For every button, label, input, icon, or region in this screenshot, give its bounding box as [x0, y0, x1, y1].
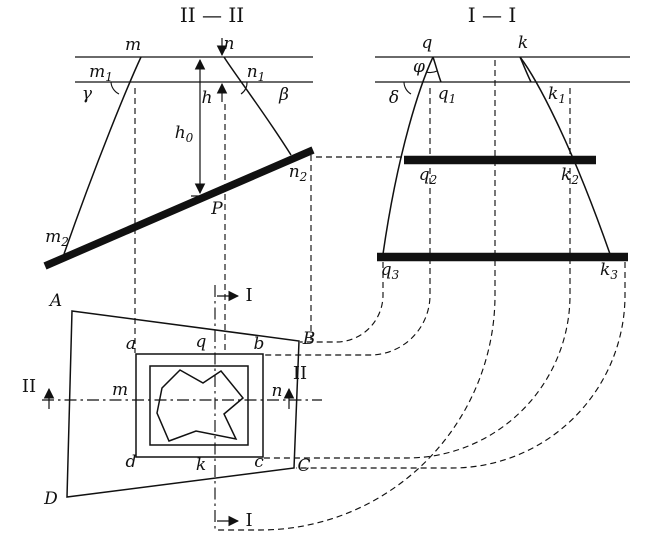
label-P: P — [210, 199, 223, 219]
projection-construction-lines — [134, 60, 626, 531]
section-II-II: II — II m n m1 n1 γ β h h0 m2 n2 P — [43, 3, 315, 270]
cut-mark-II-left: II — [22, 376, 36, 397]
label-k-plan: k — [196, 455, 206, 475]
label-b: b — [254, 334, 265, 354]
trough-right-inner-curve-s1 — [519, 56, 532, 83]
label-m2: m2 — [45, 227, 69, 249]
cut-mark-I-top: I — [245, 285, 252, 306]
section-II-II-title: II — II — [180, 3, 244, 27]
ore-body-polygon — [156, 369, 245, 442]
inclined-seam-line — [43, 146, 315, 270]
label-h0: h0 — [175, 123, 194, 145]
label-m: m — [125, 35, 141, 55]
label-k2: k2 — [561, 165, 579, 187]
label-a: a — [126, 334, 136, 354]
trough-left-outer-curve-s1 — [382, 56, 434, 255]
label-k1: k1 — [548, 84, 566, 106]
label-A: A — [48, 291, 62, 311]
section-I-I: I — I q k φ δ q1 k1 q2 k2 q3 k3 — [375, 3, 630, 282]
cut-mark-II-right: II — [293, 363, 307, 384]
outer-contour-ABCD — [66, 310, 300, 498]
label-n-plan: n — [272, 381, 283, 401]
label-n: n — [224, 34, 235, 54]
label-m1: m1 — [89, 62, 113, 84]
angle-arc-phi — [425, 70, 438, 74]
label-beta: β — [278, 85, 289, 105]
label-d: d — [126, 452, 137, 472]
transfer-arc-q-to-b — [264, 88, 431, 356]
trough-right-outer-curve-s1 — [519, 56, 611, 255]
trough-left-inner-curve-s1 — [432, 56, 442, 83]
label-k: k — [518, 33, 528, 53]
label-k3: k3 — [600, 260, 618, 282]
label-q-plan: q — [196, 332, 207, 352]
trough-right-curve-s2 — [223, 56, 292, 156]
angle-arc-gamma — [110, 81, 120, 95]
label-D: D — [43, 489, 58, 509]
inner-contour-abcd — [135, 353, 264, 458]
label-C: C — [297, 456, 310, 476]
label-q1: q1 — [438, 84, 457, 106]
inner-contour-2 — [149, 365, 249, 446]
label-h: h — [202, 88, 213, 108]
plan-view: A B C D a q b m n d k c I I II II — [22, 285, 322, 532]
label-n1: n1 — [247, 62, 266, 84]
label-q: q — [422, 33, 433, 53]
section-I-I-title: I — I — [468, 3, 517, 27]
label-q3: q3 — [381, 260, 400, 282]
transfer-arc-k-to-c — [264, 88, 571, 459]
label-phi: φ — [413, 57, 425, 77]
label-n2: n2 — [289, 162, 308, 184]
transfer-arc-q3-to-B — [300, 262, 384, 343]
label-m-plan: m — [112, 380, 128, 400]
transfer-arc-k3-to-C — [296, 262, 626, 469]
label-gamma: γ — [82, 84, 93, 104]
label-B: B — [302, 329, 316, 349]
label-delta: δ — [389, 88, 399, 108]
label-c: c — [254, 452, 264, 472]
label-q2: q2 — [419, 165, 438, 187]
trough-left-curve-s2 — [63, 56, 142, 255]
angle-arc-delta — [403, 81, 412, 95]
cut-mark-I-bottom: I — [245, 510, 252, 531]
angle-arc-beta — [240, 81, 248, 95]
